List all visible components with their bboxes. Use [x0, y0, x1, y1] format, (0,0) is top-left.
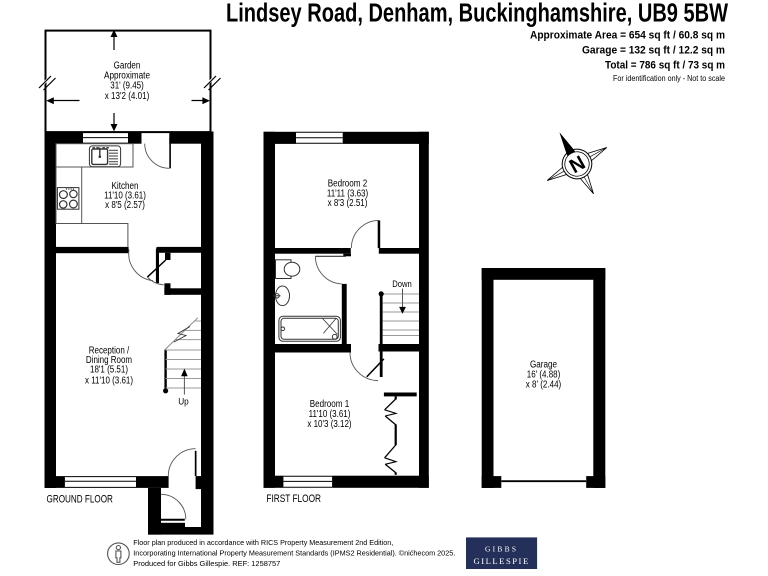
svg-text:Produced for Gibbs Gillespie.: Produced for Gibbs Gillespie. REF: 12587…: [133, 559, 280, 568]
svg-text:Garden: Garden: [114, 60, 141, 71]
svg-text:x 13'2 (4.01): x 13'2 (4.01): [105, 91, 150, 102]
svg-text:x 10'3 (3.12): x 10'3 (3.12): [307, 419, 351, 430]
svg-text:x 11'10 (3.61): x 11'10 (3.61): [85, 375, 133, 386]
svg-text:31' (9.45): 31' (9.45): [110, 81, 144, 92]
svg-text:Kitchen: Kitchen: [112, 181, 139, 192]
svg-text:Garage: Garage: [530, 359, 557, 370]
svg-text:11'11 (3.63): 11'11 (3.63): [327, 188, 368, 199]
svg-text:Down: Down: [392, 279, 412, 290]
svg-text:GROUND FLOOR: GROUND FLOOR: [47, 493, 113, 505]
svg-text:Incorporating International Pr: Incorporating International Property Mea…: [133, 549, 455, 558]
svg-text:For identification only - Not: For identification only - Not to scale: [613, 74, 725, 83]
svg-text:FIRST FLOOR: FIRST FLOOR: [266, 493, 321, 505]
svg-text:GILLESPIE: GILLESPIE: [474, 556, 530, 566]
svg-text:GIBBS: GIBBS: [485, 545, 518, 554]
svg-text:11'10 (3.61): 11'10 (3.61): [309, 409, 351, 420]
svg-text:x 8' (2.44): x 8' (2.44): [526, 379, 561, 390]
svg-text:x 8'3 (2.51): x 8'3 (2.51): [328, 198, 368, 209]
svg-text:Floor plan produced in accorda: Floor plan produced in accordance with R…: [133, 538, 393, 547]
svg-text:Total = 786 sq ft / 73 sq m: Total = 786 sq ft / 73 sq m: [605, 59, 725, 71]
svg-text:11'10 (3.61): 11'10 (3.61): [104, 190, 146, 201]
svg-text:Approximate: Approximate: [104, 71, 150, 82]
svg-text:Up: Up: [178, 397, 189, 408]
svg-text:Lindsey Road, Denham, Buckingh: Lindsey Road, Denham, Buckinghamshire, U…: [226, 0, 729, 27]
svg-text:x 8'5 (2.57): x 8'5 (2.57): [105, 200, 145, 211]
svg-text:18'1 (5.51): 18'1 (5.51): [90, 365, 128, 376]
svg-text:Dining Room: Dining Room: [86, 355, 132, 366]
svg-text:16' (4.88): 16' (4.88): [527, 369, 561, 380]
svg-text:Garage = 132 sq ft / 12.2 sq m: Garage = 132 sq ft / 12.2 sq m: [582, 44, 725, 56]
svg-text:Bedroom 1: Bedroom 1: [310, 399, 350, 410]
svg-text:Approximate Area = 654 sq ft /: Approximate Area = 654 sq ft / 60.8 sq m: [530, 30, 725, 42]
svg-text:Reception /: Reception /: [89, 345, 130, 356]
svg-text:Bedroom 2: Bedroom 2: [328, 179, 368, 190]
